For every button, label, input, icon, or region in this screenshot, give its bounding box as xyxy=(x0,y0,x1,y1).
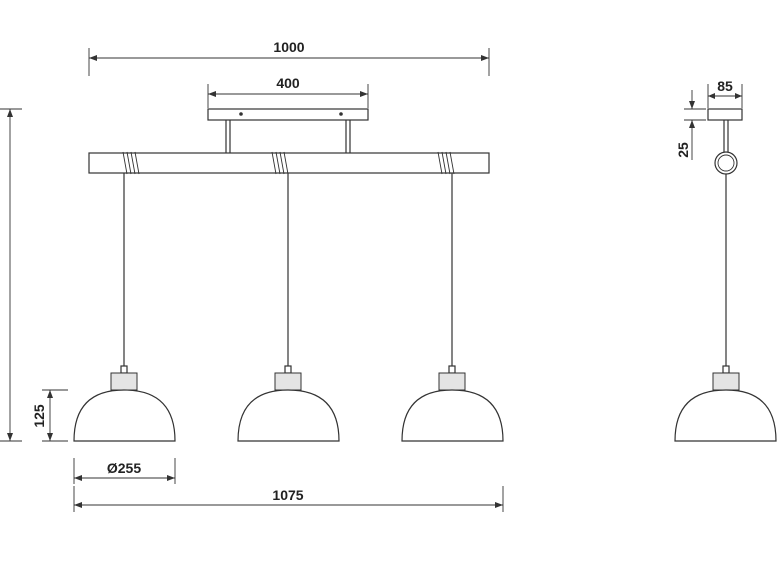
rope-wrap-right xyxy=(437,151,455,175)
front-view xyxy=(73,108,504,442)
dim-label-shade-diameter: Ø255 xyxy=(107,460,141,476)
canopy-screw-left xyxy=(239,112,243,116)
dimension-shade-diameter: Ø255 xyxy=(73,458,176,484)
dim-label-side-canopy-width: 85 xyxy=(717,78,733,94)
dim-label-canopy-width: 400 xyxy=(276,75,300,91)
dimension-beam-width: 1000 xyxy=(88,39,490,76)
pendant-center xyxy=(237,365,340,442)
ceiling-canopy xyxy=(207,108,369,121)
dimension-canopy-width: 400 xyxy=(207,75,369,108)
dim-label-side-canopy-height: 25 xyxy=(675,142,691,158)
pendant-left xyxy=(73,365,176,442)
dimension-side-canopy-width: 85 xyxy=(707,78,743,108)
side-view xyxy=(674,108,777,442)
canopy-screw-right xyxy=(339,112,343,116)
side-canopy xyxy=(707,108,743,121)
dim-label-beam-width: 1000 xyxy=(273,39,304,55)
dimension-total-width: 1075 xyxy=(73,486,504,512)
rope-wrap-center xyxy=(271,151,289,175)
dimension-total-height xyxy=(0,108,22,442)
wooden-beam xyxy=(88,152,490,174)
side-beam-inner xyxy=(717,154,735,172)
side-pendant xyxy=(674,365,777,442)
rope-wrap-left xyxy=(122,151,140,175)
dimension-side-canopy-height: 25 xyxy=(675,90,706,160)
dim-label-shade-height: 125 xyxy=(31,404,47,428)
pendant-right xyxy=(401,365,504,442)
dim-label-total-width: 1075 xyxy=(272,487,303,503)
dimension-shade-height: 125 xyxy=(31,389,68,442)
